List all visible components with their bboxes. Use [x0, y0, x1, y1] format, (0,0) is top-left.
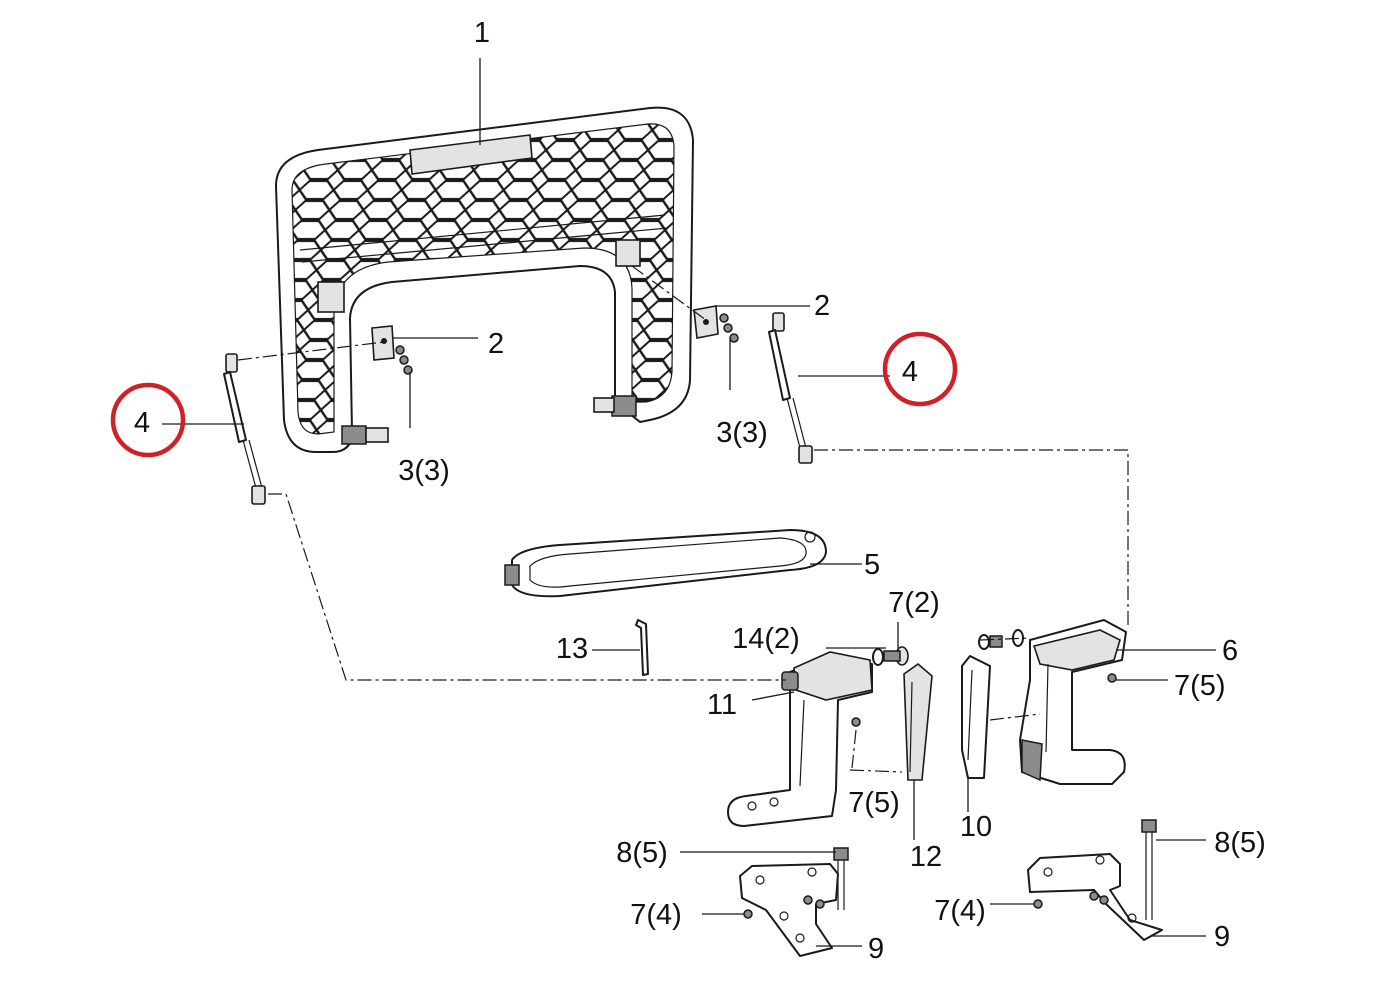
- highlight-circle-4-right: [882, 331, 958, 407]
- callout-labels: 1 2 2 3(3) 3(3) 4 4 5 6 7(2) 7(5) 7(5) 7…: [134, 17, 1266, 965]
- part-13-hex-key: [635, 619, 649, 676]
- part-8-bolt-left: [833, 847, 849, 910]
- part-11-left-upright: [727, 651, 873, 827]
- callout-5: 5: [864, 549, 880, 581]
- part-12-cover-strip: [851, 662, 933, 781]
- part-5-armrest-pad: [504, 529, 827, 598]
- callout-14-2: 14(2): [732, 623, 800, 655]
- part-10-side-panel: [961, 655, 991, 779]
- callout-8-5-right: 8(5): [1214, 827, 1266, 859]
- callout-11: 11: [707, 689, 737, 721]
- part-6-right-upright: [978, 619, 1127, 785]
- assembly-paths: [237, 265, 1129, 773]
- callout-10: 10: [960, 811, 992, 843]
- callout-6: 6: [1222, 635, 1238, 667]
- callout-2-right: 2: [814, 290, 830, 322]
- callout-7-4-left: 7(4): [630, 899, 682, 931]
- callout-12: 12: [910, 841, 942, 873]
- part-1-lid-frame: [275, 106, 694, 453]
- callout-7-5-right: 7(5): [1174, 670, 1226, 702]
- callout-8-5-left: 8(5): [616, 837, 668, 869]
- part-4-gas-strut-right: [768, 312, 813, 464]
- part-3-screws-right: [719, 313, 739, 343]
- part-9-base-bracket-right: [1027, 853, 1163, 941]
- part-9-base-bracket-left: [739, 863, 839, 957]
- part-7-bolts-base: [743, 891, 1109, 919]
- callout-3-right: 3(3): [716, 417, 768, 449]
- part-2-hinge-plate-right: [693, 305, 719, 339]
- callout-4-right: 4: [902, 356, 918, 388]
- leader-lines: [162, 58, 1216, 947]
- part-8-bolt-right: [1141, 819, 1157, 920]
- part-3-screws-left: [395, 345, 413, 375]
- callout-1: 1: [474, 17, 490, 49]
- callout-3-left: 3(3): [398, 455, 450, 487]
- highlight-circle-4-left: [110, 382, 186, 458]
- callout-9-left: 9: [868, 933, 884, 965]
- callout-2-left: 2: [488, 328, 504, 360]
- callout-7-4-right: 7(4): [934, 895, 986, 927]
- callout-13: 13: [556, 633, 588, 665]
- part-2-hinge-plate-left: [371, 325, 395, 361]
- callout-9-right: 9: [1214, 921, 1230, 953]
- callout-7-2: 7(2): [888, 587, 940, 619]
- part-4-gas-strut-left: [223, 353, 266, 505]
- part-7-bolt-top: [883, 650, 901, 662]
- callout-7-5-left: 7(5): [848, 787, 900, 819]
- callout-4-left: 4: [134, 407, 150, 439]
